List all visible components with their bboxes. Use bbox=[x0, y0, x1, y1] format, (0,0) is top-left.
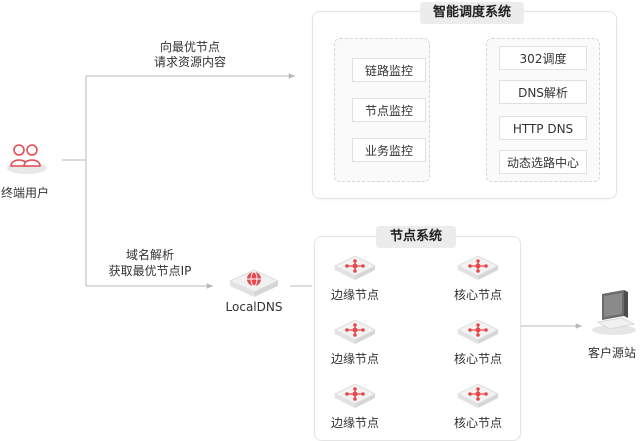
localdns-label: LocalDNS bbox=[225, 300, 283, 314]
edge-node-1: 边缘节点 bbox=[325, 252, 385, 304]
flow-bottom-line2: 获取最优节点IP bbox=[108, 264, 192, 278]
method-dynamic-route: 动态选路中心 bbox=[499, 150, 587, 174]
monitor-icon bbox=[592, 290, 636, 335]
scheduler-title: 智能调度系统 bbox=[420, 2, 524, 24]
flow-top-line2: 请求资源内容 bbox=[153, 55, 226, 69]
core-node-label: 核心节点 bbox=[453, 288, 502, 302]
end-user-label: 终端用户 bbox=[0, 186, 49, 200]
core-node-label: 核心节点 bbox=[453, 352, 502, 366]
network-node-icon bbox=[333, 383, 377, 408]
users-icon bbox=[7, 144, 47, 174]
localdns: LocalDNS bbox=[222, 264, 286, 320]
node-system-title: 节点系统 bbox=[376, 226, 456, 248]
customer-origin: 客户源站 bbox=[584, 288, 640, 360]
dns-server-icon bbox=[228, 269, 280, 297]
core-node-3: 核心节点 bbox=[448, 380, 508, 432]
core-node-2: 核心节点 bbox=[448, 316, 508, 368]
network-node-icon bbox=[456, 383, 500, 408]
core-node-1: 核心节点 bbox=[448, 252, 508, 304]
edge-node-2: 边缘节点 bbox=[325, 316, 385, 368]
monitor-node: 节点监控 bbox=[352, 98, 426, 122]
monitor-business: 业务监控 bbox=[352, 138, 426, 162]
flow-bottom-line1: 域名解析 bbox=[125, 248, 174, 262]
edge-node-3: 边缘节点 bbox=[325, 380, 385, 432]
customer-origin-label: 客户源站 bbox=[587, 346, 636, 360]
network-node-icon bbox=[456, 255, 500, 280]
core-node-label: 核心节点 bbox=[453, 416, 502, 430]
method-302: 302调度 bbox=[499, 46, 587, 70]
method-dns: DNS解析 bbox=[499, 80, 587, 104]
edge-node-label: 边缘节点 bbox=[330, 352, 379, 366]
network-node-icon bbox=[456, 319, 500, 344]
network-node-icon bbox=[333, 255, 377, 280]
method-http-dns: HTTP DNS bbox=[499, 116, 587, 140]
end-user: 终端用户 bbox=[0, 140, 52, 200]
edge-node-label: 边缘节点 bbox=[330, 288, 379, 302]
edge-node-label: 边缘节点 bbox=[330, 416, 379, 430]
network-node-icon bbox=[333, 319, 377, 344]
flow-top-line1: 向最优节点 bbox=[159, 40, 220, 54]
monitor-link: 链路监控 bbox=[352, 58, 426, 82]
